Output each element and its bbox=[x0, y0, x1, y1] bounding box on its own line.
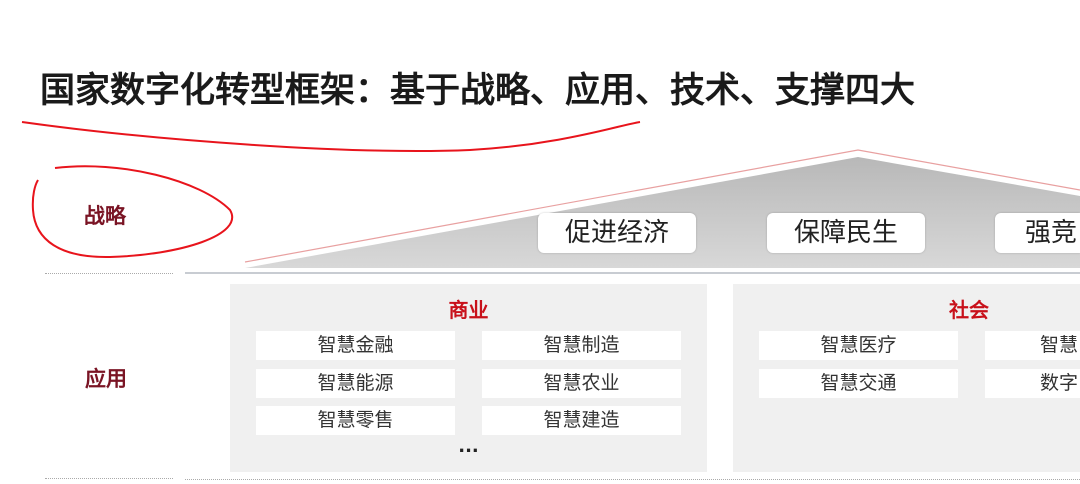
app-item: 智慧金融 bbox=[256, 331, 455, 360]
panel-title: 社会 bbox=[949, 298, 989, 322]
divider bbox=[185, 479, 1080, 480]
app-item: 智慧能源 bbox=[256, 369, 455, 398]
divider bbox=[45, 273, 173, 274]
page-title: 国家数字化转型框架：基于战略、应用、技术、支撑四大 bbox=[40, 71, 916, 111]
app-item: 智慧医疗 bbox=[759, 331, 958, 360]
app-item: 智慧 bbox=[985, 331, 1080, 360]
row-label-application: 应用 bbox=[85, 367, 127, 391]
red-circle-annotation bbox=[31, 165, 234, 259]
divider bbox=[185, 272, 1080, 274]
app-item: 智慧交通 bbox=[759, 369, 958, 398]
divider bbox=[45, 478, 173, 479]
row-label-strategy: 战略 bbox=[84, 204, 126, 228]
app-item: 智慧制造 bbox=[482, 331, 681, 360]
red-underline-annotation bbox=[21, 121, 641, 152]
app-item: 智慧零售 bbox=[256, 406, 455, 435]
panel-business: 商业 智慧金融 智慧制造 智慧能源 智慧农业 智慧零售 智慧建造 ... bbox=[230, 284, 707, 472]
roof-outline bbox=[244, 149, 1080, 263]
panel-society: 社会 智慧医疗 智慧 智慧交通 数字 bbox=[733, 284, 1080, 472]
app-item: 智慧农业 bbox=[482, 369, 681, 398]
goal-box: 强竞 bbox=[995, 213, 1080, 253]
panel-title: 商业 bbox=[448, 298, 489, 322]
app-item: 智慧建造 bbox=[482, 406, 681, 435]
goal-box: 促进经济 bbox=[538, 213, 696, 253]
goal-box: 保障民生 bbox=[767, 213, 925, 253]
app-item: 数字 bbox=[985, 369, 1080, 398]
more-indicator: ... bbox=[458, 436, 479, 457]
